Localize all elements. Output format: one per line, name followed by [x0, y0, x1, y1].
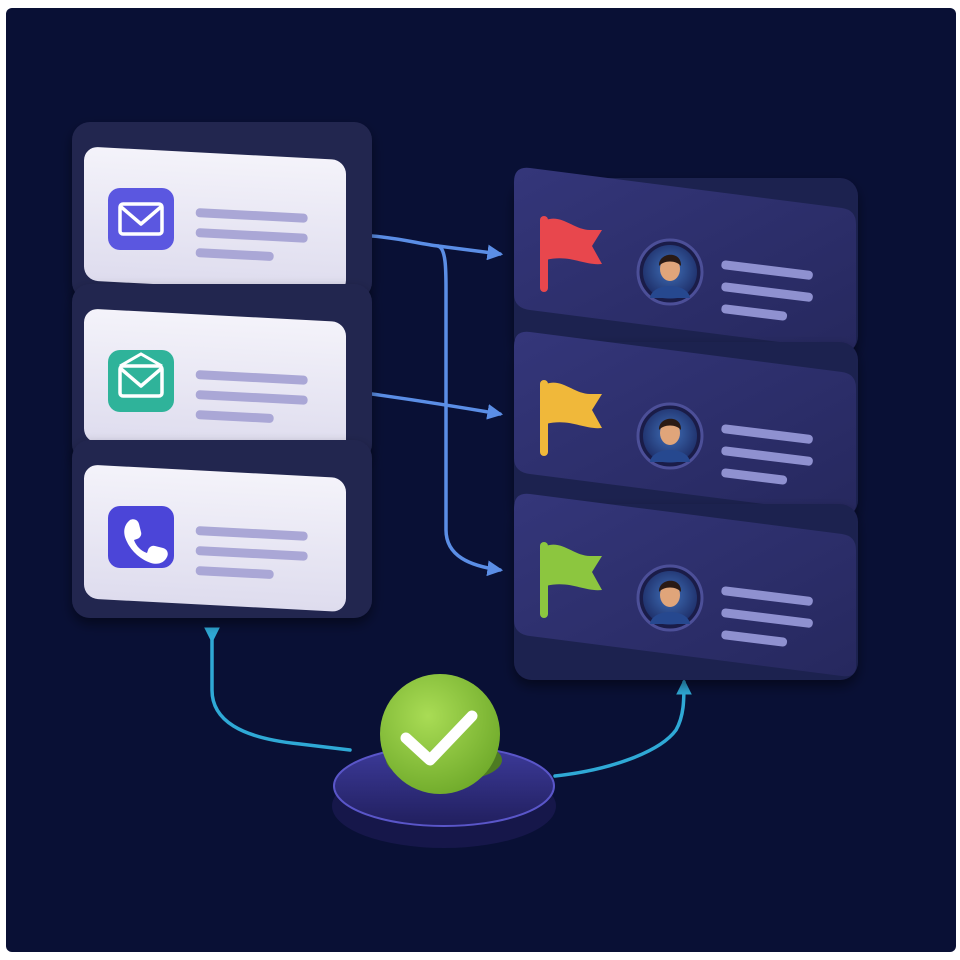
text-placeholder-line: [195, 228, 308, 243]
source-card-face: [84, 309, 346, 456]
route-card: [514, 331, 858, 518]
phone-icon: [124, 519, 168, 564]
text-placeholder-line: [195, 410, 274, 423]
text-placeholder-line: [721, 282, 813, 302]
connector-layer: [204, 234, 692, 778]
envelope-icon: [118, 202, 164, 236]
checkmark-icon: [400, 710, 478, 766]
text-placeholder-line: [721, 446, 813, 466]
source-card-face: [84, 147, 346, 294]
connector-line: [436, 244, 504, 577]
text-placeholder-line: [195, 390, 308, 405]
source-card: [72, 440, 372, 618]
hub: [332, 674, 556, 848]
text-placeholder-line: [721, 586, 813, 606]
avatar: [636, 238, 704, 306]
text-placeholder-line: [721, 468, 788, 485]
connector-line: [553, 678, 692, 778]
source-cards: [72, 122, 372, 618]
hub-button: [380, 674, 500, 794]
avatar: [636, 402, 704, 470]
text-placeholder-line: [721, 260, 813, 280]
route-card: [514, 493, 858, 680]
text-placeholder-line: [721, 630, 788, 647]
text-placeholder-line: [195, 566, 274, 579]
text-placeholder-line: [721, 424, 813, 444]
text-placeholder-line: [195, 208, 308, 223]
source-icon-tile: [108, 188, 174, 250]
envelope-open-icon: [118, 352, 164, 398]
connector-line: [370, 392, 504, 420]
source-card: [72, 284, 372, 462]
text-placeholder-line: [195, 248, 274, 261]
source-card: [72, 122, 372, 300]
flag-icon: [540, 542, 602, 618]
flag-icon: [540, 216, 602, 292]
text-placeholder-line: [195, 370, 308, 385]
source-icon-tile: [108, 350, 174, 412]
route-cards: [514, 167, 858, 680]
flag-icon: [540, 380, 602, 456]
text-placeholder-line: [721, 304, 788, 321]
avatar: [636, 564, 704, 632]
text-placeholder-line: [195, 546, 308, 561]
text-placeholder-line: [195, 526, 308, 541]
text-placeholder-line: [721, 608, 813, 628]
connector-line: [204, 627, 352, 752]
source-card-face: [84, 465, 346, 612]
route-card: [514, 167, 858, 354]
